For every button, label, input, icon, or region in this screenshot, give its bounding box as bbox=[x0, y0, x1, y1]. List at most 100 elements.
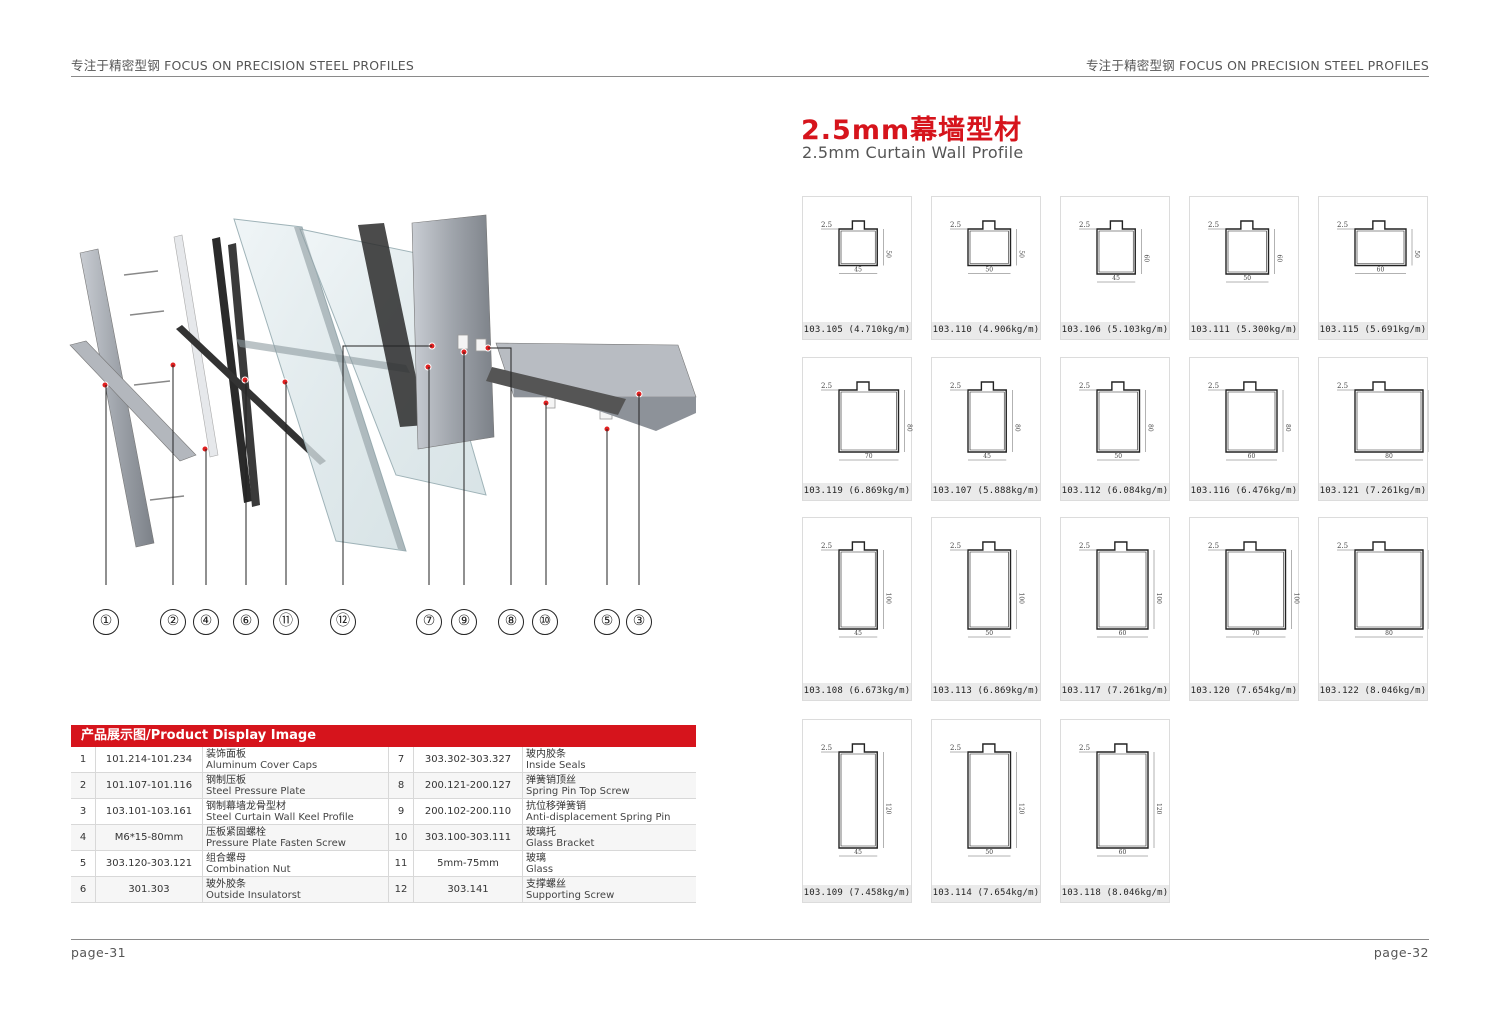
profile-outline bbox=[967, 541, 1012, 630]
part-code: 5mm-75mm bbox=[413, 850, 523, 877]
width-value: 70 bbox=[1252, 630, 1260, 637]
cover-cap-cross-part bbox=[69, 340, 197, 462]
callout-4: ④ bbox=[193, 609, 219, 635]
callout-11: ⑪ bbox=[273, 609, 299, 635]
part-name-en: Glass bbox=[526, 863, 554, 875]
part-number: 2 bbox=[71, 772, 96, 799]
thickness-value: 2.5 bbox=[1079, 382, 1090, 390]
part-number: 1 bbox=[71, 747, 96, 773]
thickness-value: 2.5 bbox=[821, 221, 832, 229]
profile-inner-outline bbox=[840, 551, 876, 628]
glass-mullion-line bbox=[294, 227, 406, 551]
part-code: 303.100-303.111 bbox=[413, 824, 523, 851]
part-code: 200.121-200.127 bbox=[413, 772, 523, 799]
height-value: 100 bbox=[1018, 593, 1025, 605]
part-number: 12 bbox=[388, 876, 414, 903]
width-value: 45 bbox=[854, 267, 862, 274]
callout-9: ⑨ bbox=[451, 609, 477, 635]
profile-outline bbox=[1225, 541, 1287, 630]
callout-2: ② bbox=[160, 609, 186, 635]
profile-outline bbox=[838, 743, 878, 849]
steel-keel-part bbox=[411, 214, 495, 450]
width-value: 70 bbox=[865, 453, 873, 460]
thickness-value: 2.5 bbox=[821, 542, 832, 550]
profile-label: 103.110 (4.906kg/m) bbox=[932, 322, 1040, 339]
profile-outline bbox=[1225, 381, 1278, 453]
profile-label: 103.111 (5.300kg/m) bbox=[1190, 322, 1298, 339]
thickness-value: 2.5 bbox=[1208, 542, 1219, 550]
width-value: 60 bbox=[1119, 849, 1127, 856]
thickness-value: 2.5 bbox=[1079, 744, 1090, 752]
part-number: 4 bbox=[71, 824, 96, 851]
profile-card: 2.580100103.122 (8.046kg/m) bbox=[1318, 517, 1429, 701]
thickness-value: 2.5 bbox=[1079, 542, 1090, 550]
callout-3: ③ bbox=[626, 609, 652, 635]
part-name-cn: 玻外胶条 bbox=[206, 878, 246, 890]
part-number: 10 bbox=[388, 824, 414, 851]
part-number: 11 bbox=[388, 850, 414, 877]
profile-label: 103.114 (7.654kg/m) bbox=[932, 885, 1040, 902]
part-name-cn: 钢制幕墙龙骨型材 bbox=[206, 800, 286, 812]
thickness-value: 2.5 bbox=[950, 221, 961, 229]
callout-10: ⑩ bbox=[532, 609, 558, 635]
width-value: 45 bbox=[854, 630, 862, 637]
part-name-en: Steel Pressure Plate bbox=[206, 785, 306, 797]
header-right-text: 专注于精密型钢 FOCUS ON PRECISION STEEL PROFILE… bbox=[1085, 58, 1429, 73]
width-value: 45 bbox=[983, 453, 991, 460]
thickness-value: 2.5 bbox=[1337, 221, 1348, 229]
profile-card: 2.58080103.121 (7.261kg/m) bbox=[1318, 357, 1429, 501]
parts-table-title: 产品展示图/Product Display Image bbox=[71, 725, 696, 747]
profile-inner-outline bbox=[1098, 230, 1134, 273]
cover-cap-part bbox=[79, 248, 155, 548]
thickness-value: 2.5 bbox=[1079, 221, 1090, 229]
part-name-cn: 钢制压板 bbox=[206, 774, 246, 786]
footer-divider bbox=[71, 939, 1429, 940]
profile-outline bbox=[1354, 381, 1424, 453]
profile-drawing: 2.58080 bbox=[1337, 381, 1429, 461]
glass-transom-line bbox=[236, 339, 410, 373]
thickness-value: 2.5 bbox=[950, 382, 961, 390]
height-value: 80 bbox=[1013, 424, 1020, 432]
profile-inner-outline bbox=[1098, 753, 1147, 847]
thickness-value: 2.5 bbox=[1337, 542, 1348, 550]
profile-outline bbox=[1096, 541, 1149, 630]
profile-inner-outline bbox=[840, 230, 876, 264]
height-value: 100 bbox=[884, 593, 891, 605]
page-number-left: page-31 bbox=[71, 945, 127, 960]
profile-label: 103.120 (7.654kg/m) bbox=[1190, 683, 1298, 700]
part-name-cn: 支撑螺丝 bbox=[526, 878, 566, 890]
profile-outline bbox=[838, 381, 900, 453]
profile-label: 103.117 (7.261kg/m) bbox=[1061, 683, 1169, 700]
outside-seal-part bbox=[212, 237, 252, 503]
thickness-value: 2.5 bbox=[821, 382, 832, 390]
height-value: 100 bbox=[1155, 593, 1162, 605]
thickness-value: 2.5 bbox=[821, 744, 832, 752]
part-code: 301.303 bbox=[95, 876, 203, 903]
profile-outline bbox=[1096, 381, 1141, 453]
profile-label: 103.112 (6.084kg/m) bbox=[1061, 483, 1169, 500]
callout-6: ⑥ bbox=[233, 609, 259, 635]
